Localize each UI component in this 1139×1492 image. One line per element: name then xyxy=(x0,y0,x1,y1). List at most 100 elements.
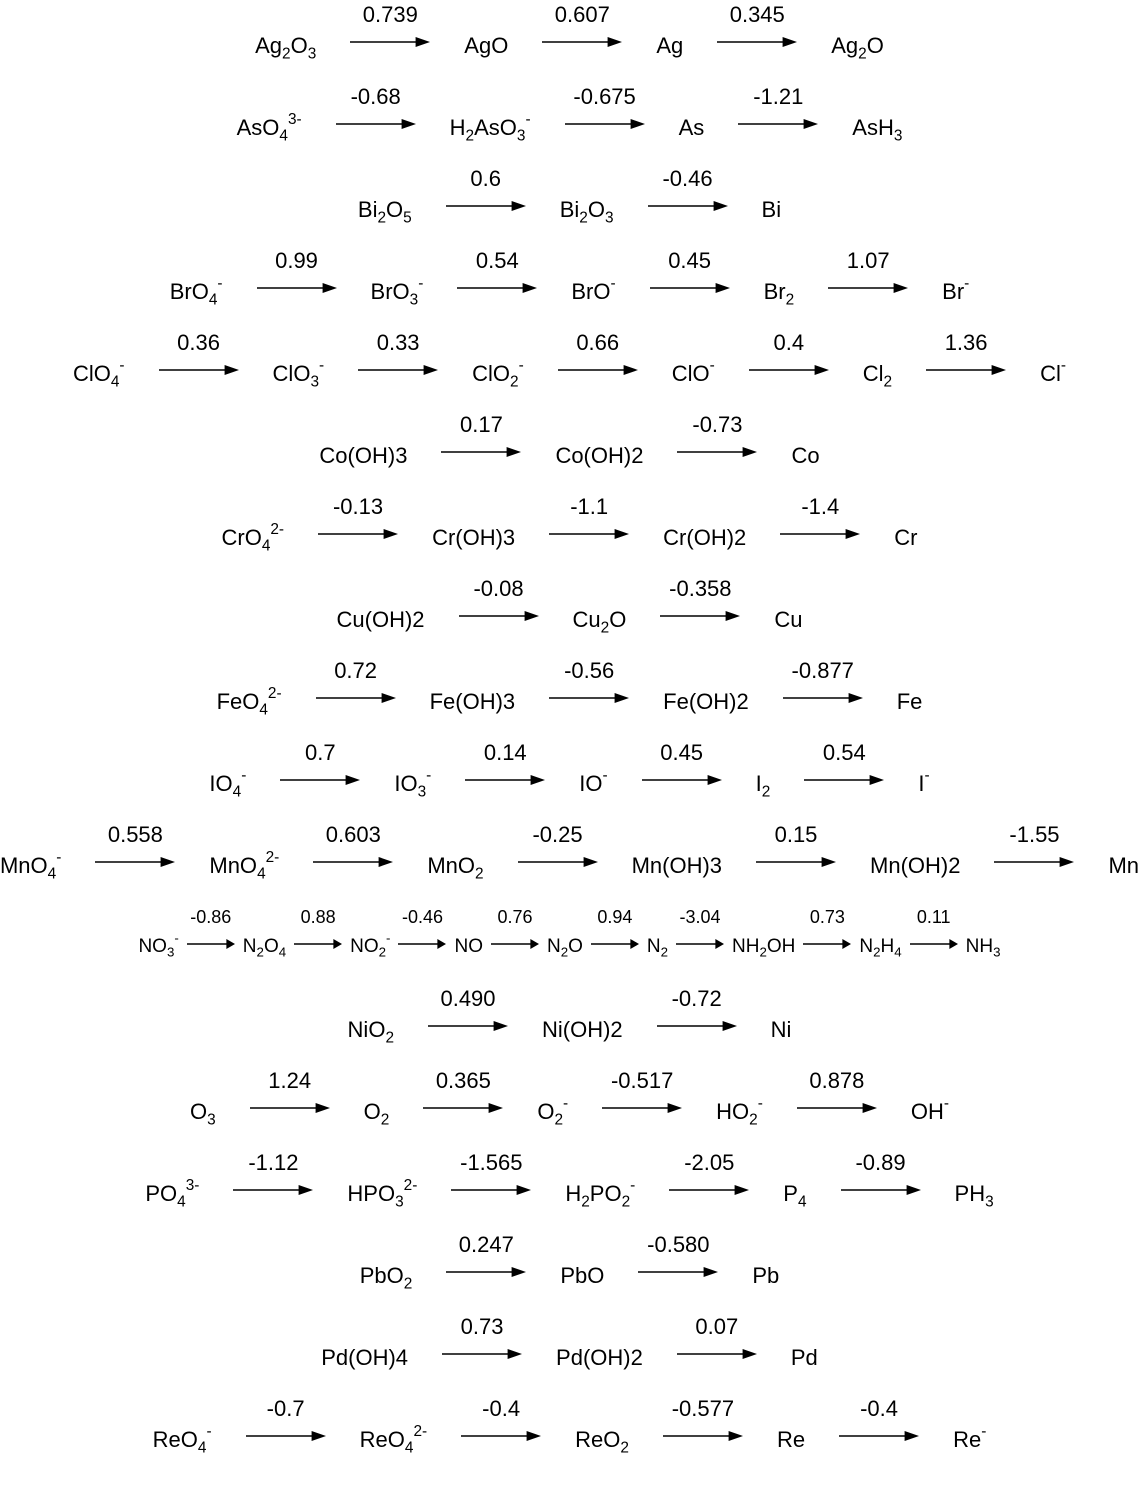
reaction-arrow-icon xyxy=(318,529,399,539)
reaction-arrow-icon xyxy=(358,365,439,375)
potential-label: -0.4 xyxy=(860,1396,899,1421)
reaction-arrow-icon xyxy=(465,775,546,785)
reduction-step: -0.72 xyxy=(657,986,737,1032)
species-label: ReO2 xyxy=(575,1427,629,1457)
potential-label: -0.86 xyxy=(190,907,232,927)
reduction-step: -0.73 xyxy=(677,412,758,458)
species-label: Cl- xyxy=(1040,357,1067,386)
species-label: PO43- xyxy=(145,1177,200,1211)
reduction-step: -0.89 xyxy=(841,1150,921,1196)
potential-label: 0.17 xyxy=(460,412,503,437)
reduction-step: -2.05 xyxy=(669,1150,750,1196)
reduction-step: -0.517 xyxy=(602,1068,683,1114)
potential-label: 0.07 xyxy=(695,1314,739,1339)
species-label: As xyxy=(678,115,705,140)
species-label: IO3- xyxy=(394,767,432,801)
reaction-arrow-icon xyxy=(648,201,728,211)
potential-label: 1.24 xyxy=(268,1068,312,1093)
reaction-arrow-icon xyxy=(839,1431,920,1441)
reaction-arrow-icon xyxy=(841,1185,921,1195)
reaction-arrow-icon xyxy=(491,939,539,949)
species-label: Cr(OH)3 xyxy=(432,525,516,550)
potential-label: -1.21 xyxy=(753,84,804,109)
species-label: FeO42- xyxy=(216,685,282,719)
species-label: Cl2 xyxy=(862,361,893,391)
species-label: Mn(OH)2 xyxy=(870,853,961,878)
reaction-arrow-icon xyxy=(677,1349,757,1359)
reduction-step: -0.4 xyxy=(839,1396,920,1442)
reaction-arrow-icon xyxy=(549,693,630,703)
reduction-step: 0.6 xyxy=(446,166,526,212)
reaction-arrow-icon xyxy=(663,1431,743,1441)
potential-label: -0.89 xyxy=(855,1150,906,1175)
potential-label: -0.675 xyxy=(573,84,636,109)
reaction-arrow-icon xyxy=(250,1103,330,1113)
reaction-arrow-icon xyxy=(650,283,730,293)
reduction-step: 0.45 xyxy=(650,248,730,294)
potential-label: 0.54 xyxy=(822,740,866,765)
reaction-arrow-icon xyxy=(994,857,1075,867)
reduction-step: -0.877 xyxy=(783,658,863,704)
reaction-arrow-icon xyxy=(926,365,1007,375)
reaction-arrow-icon xyxy=(676,939,725,949)
reduction-step: 0.07 xyxy=(677,1314,757,1360)
species-label: PbO xyxy=(560,1263,605,1288)
reduction-step: 1.07 xyxy=(828,248,909,294)
reduction-step: -3.04 xyxy=(676,904,725,950)
reduction-step: 0.739 xyxy=(350,2,431,48)
reduction-step: 0.72 xyxy=(316,658,396,704)
reduction-step: 0.607 xyxy=(542,2,623,48)
reaction-arrow-icon xyxy=(457,283,538,293)
reaction-arrow-icon xyxy=(451,1185,532,1195)
reduction-step: -1.565 xyxy=(451,1150,532,1196)
potential-label: -0.08 xyxy=(473,576,524,601)
reduction-step: -0.25 xyxy=(518,822,598,868)
species-label: MnO4- xyxy=(0,849,62,883)
reaction-arrow-icon xyxy=(442,1349,523,1359)
reaction-arrow-icon xyxy=(159,365,239,375)
potential-label: 0.247 xyxy=(458,1232,514,1257)
species-label: BrO- xyxy=(571,275,616,304)
reduction-step: 0.73 xyxy=(803,904,852,950)
reaction-arrow-icon xyxy=(549,529,630,539)
reaction-arrow-icon xyxy=(95,857,176,867)
species-label: Cr(OH)2 xyxy=(663,525,747,550)
species-label: N2O xyxy=(546,936,583,960)
species-label: Ni xyxy=(770,1017,792,1042)
reaction-arrow-icon xyxy=(797,1103,877,1113)
species-label: I2 xyxy=(755,771,771,801)
reaction-arrow-icon xyxy=(257,283,337,293)
species-label: NiO2 xyxy=(347,1017,394,1047)
species-label: ClO4- xyxy=(72,357,125,391)
potential-label: 0.7 xyxy=(305,740,336,765)
species-label: Bi xyxy=(761,197,782,222)
reduction-step: -0.577 xyxy=(663,1396,743,1442)
reduction-step: -0.08 xyxy=(459,576,539,622)
species-label: Bi2O3 xyxy=(559,197,614,227)
species-label: BrO4- xyxy=(169,275,223,309)
species-label: ClO- xyxy=(671,357,715,386)
potential-label: 1.07 xyxy=(846,248,890,273)
species-label: Pd(OH)2 xyxy=(556,1345,643,1370)
reduction-step: 0.54 xyxy=(804,740,885,786)
potential-label: 1.36 xyxy=(944,330,988,355)
species-label: BrO3- xyxy=(370,275,424,309)
reaction-arrow-icon xyxy=(910,939,958,949)
potential-label: -0.25 xyxy=(532,822,583,847)
potential-label: -0.13 xyxy=(332,494,384,519)
reduction-step: -0.4 xyxy=(461,1396,542,1442)
reduction-step: 0.73 xyxy=(442,1314,523,1360)
reduction-step: -1.12 xyxy=(233,1150,314,1196)
potential-label: 0.88 xyxy=(300,907,336,927)
reduction-step: 1.36 xyxy=(926,330,1007,376)
species-label: O3 xyxy=(189,1099,216,1129)
reaction-arrow-icon xyxy=(542,37,623,47)
